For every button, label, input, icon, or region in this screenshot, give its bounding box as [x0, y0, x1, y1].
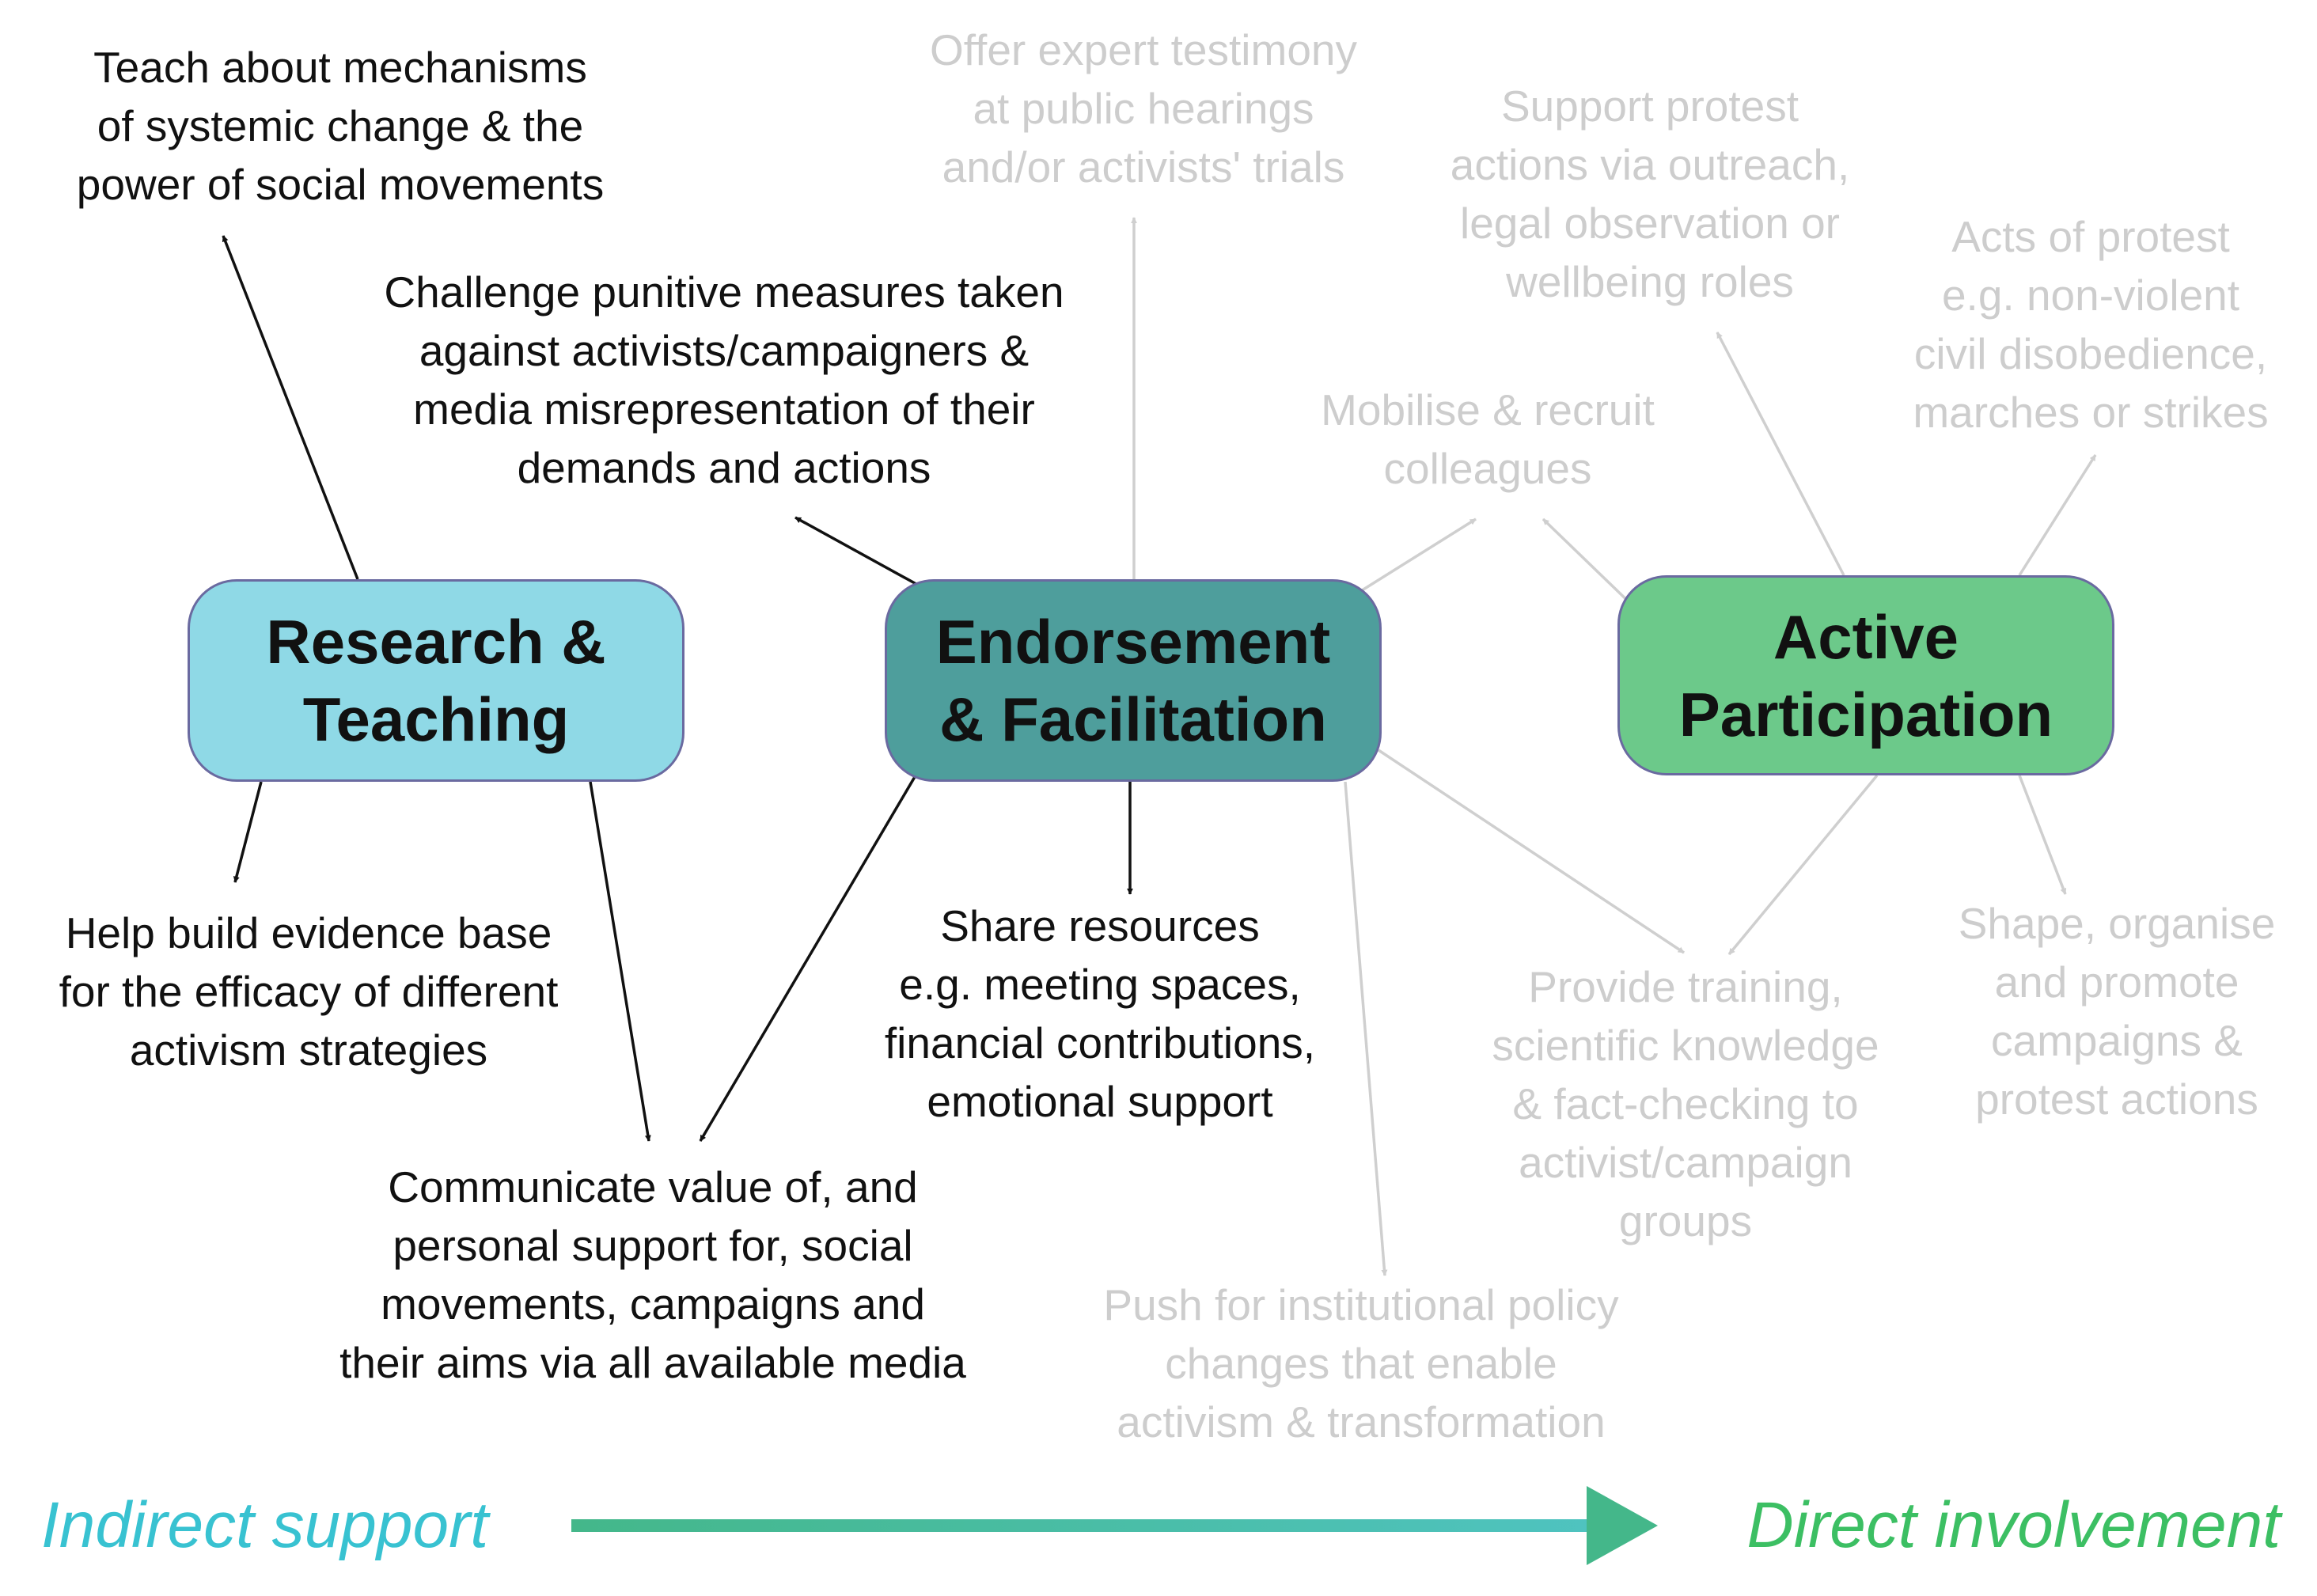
- node-text-line: actions via outreach,: [1450, 140, 1850, 189]
- node-text-line: & fact-checking to: [1512, 1079, 1859, 1128]
- node-text-line: and/or activists' trials: [942, 142, 1345, 191]
- node-text-line: colleagues: [1383, 444, 1592, 493]
- node-text-line: activist/campaign: [1519, 1138, 1852, 1187]
- arrow-active-to-support: [1716, 332, 1845, 576]
- node-challenge-punitive: Challenge punitive measures taken agains…: [317, 263, 1132, 497]
- arrow-endorsement-to-training: [1378, 749, 1685, 954]
- arrow-endorsement-to-communicate: [699, 771, 920, 1142]
- node-text-line: demands and actions: [517, 443, 931, 492]
- node-text-line: activism & transformation: [1117, 1397, 1606, 1446]
- node-communicate-value: Communicate value of, and personal suppo…: [281, 1158, 1025, 1392]
- endorsement-box-line-2: & Facilitation: [939, 684, 1327, 754]
- arrow-active-to-mobilise: [1542, 517, 1638, 611]
- node-text-line: at public hearings: [973, 84, 1314, 133]
- node-text-line: of systemic change & the: [97, 101, 584, 150]
- node-evidence-base: Help build evidence base for the efficac…: [8, 904, 609, 1079]
- node-provide-training: Provide training, scientific knowledge &…: [1448, 957, 1923, 1250]
- node-text-line: against activists/campaigners &: [419, 326, 1030, 375]
- node-shape-campaigns: Shape, organise and promote campaigns & …: [1923, 894, 2311, 1128]
- node-text-line: groups: [1618, 1196, 1753, 1245]
- node-text-line: movements, campaigns and: [381, 1279, 925, 1329]
- node-text-line: Mobilise & recruit: [1321, 385, 1655, 434]
- node-text-line: emotional support: [927, 1077, 1273, 1126]
- indirect-support-label: Indirect support: [41, 1489, 489, 1561]
- direct-involvement-label: Direct involvement: [1746, 1489, 2281, 1561]
- node-text-line: protest actions: [1975, 1075, 2258, 1124]
- arrow-active-to-acts: [2018, 454, 2097, 576]
- node-text-line: Support protest: [1500, 82, 1799, 131]
- node-text-line: Challenge punitive measures taken: [384, 267, 1064, 317]
- node-expert-testimony: Offer expert testimony at public hearing…: [874, 21, 1413, 196]
- node-text-line: legal observation or: [1459, 199, 1840, 248]
- arrow-endorsement-to-mobilise: [1359, 517, 1477, 593]
- node-text-line: power of social movements: [76, 160, 605, 209]
- node-text-line: media misrepresentation of their: [413, 385, 1035, 434]
- active-box-line-2: Participation: [1678, 679, 2053, 749]
- scale-arrow-shaft: [571, 1519, 1600, 1532]
- node-text-line: civil disobedience,: [1913, 329, 2268, 378]
- node-text-line: Help build evidence base: [65, 908, 552, 957]
- node-text-line: marches or strikes: [1913, 388, 2269, 437]
- node-text-line: Push for institutional policy: [1103, 1280, 1619, 1329]
- research-teaching-box: Research & Teaching: [188, 579, 684, 782]
- node-text-line: Offer expert testimony: [929, 25, 1358, 74]
- node-text-line: activism strategies: [129, 1025, 488, 1075]
- active-box-line-1: Active: [1773, 601, 1959, 672]
- node-text-line: Teach about mechanisms: [93, 43, 587, 92]
- arrow-endorsement-to-policy: [1344, 781, 1388, 1276]
- node-teach-mechanisms: Teach about mechanisms of systemic chang…: [24, 38, 657, 214]
- arrow-active-to-shape: [2018, 775, 2067, 895]
- node-text-line: e.g. meeting spaces,: [899, 960, 1301, 1009]
- node-text-line: Share resources: [940, 901, 1260, 950]
- node-text-line: for the efficacy of different: [59, 967, 559, 1016]
- research-box-line-1: Research &: [266, 607, 606, 677]
- scale-arrow-head: [1587, 1486, 1658, 1565]
- endorsement-box-line-1: Endorsement: [935, 607, 1331, 677]
- arrow-endorsement-to-challenge: [794, 516, 923, 589]
- node-mobilise: Mobilise & recruit colleagues: [1290, 381, 1686, 498]
- active-participation-box: Active Participation: [1617, 575, 2114, 775]
- arrow-research-to-teach: [222, 235, 359, 580]
- node-text-line: scientific knowledge: [1492, 1021, 1879, 1070]
- arrow-research-to-communicate: [589, 781, 651, 1142]
- node-text-line: personal support for, social: [392, 1221, 913, 1270]
- node-push-policy: Push for institutional policy changes th…: [1060, 1276, 1662, 1451]
- research-box-line-2: Teaching: [302, 684, 570, 754]
- node-text-line: campaigns &: [1991, 1016, 2243, 1065]
- node-text-line: wellbeing roles: [1506, 257, 1794, 306]
- node-text-line: changes that enable: [1165, 1339, 1557, 1388]
- node-acts-of-protest: Acts of protest e.g. non-violent civil d…: [1869, 207, 2312, 442]
- node-text-line: e.g. non-violent: [1941, 271, 2240, 320]
- node-text-line: and promote: [1994, 957, 2239, 1007]
- node-text-line: Provide training,: [1528, 962, 1843, 1011]
- node-text-line: Communicate value of, and: [388, 1162, 918, 1211]
- node-text-line: Acts of protest: [1951, 212, 2230, 261]
- arrow-active-to-training: [1727, 774, 1879, 956]
- node-share-resources: Share resources e.g. meeting spaces, fin…: [823, 897, 1377, 1131]
- node-support-protest: Support protest actions via outreach, le…: [1405, 77, 1895, 311]
- node-text-line: financial contributions,: [884, 1018, 1316, 1067]
- node-text-line: Shape, organise: [1958, 899, 2276, 948]
- arrow-research-to-evidence: [233, 781, 263, 883]
- node-text-line: their aims via all available media: [339, 1338, 966, 1387]
- endorsement-facilitation-box: Endorsement & Facilitation: [885, 579, 1382, 782]
